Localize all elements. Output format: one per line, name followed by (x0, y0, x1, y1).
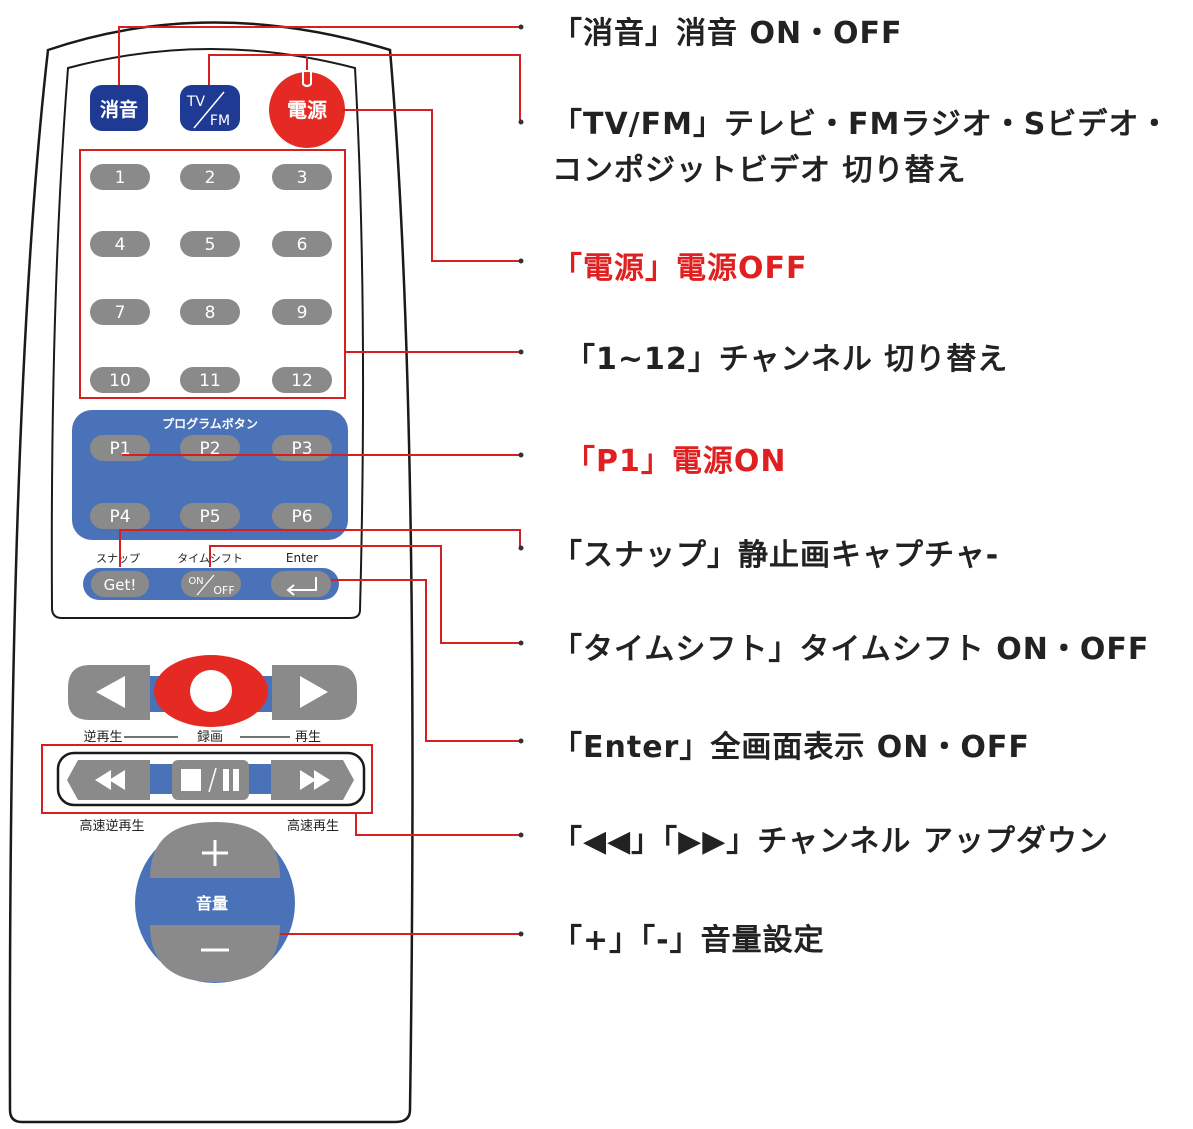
timeshift-on-label: ON (188, 576, 203, 587)
channel-key-10-label: 10 (109, 371, 131, 391)
pause-icon (223, 769, 229, 791)
program-key-p4-label: P4 (109, 507, 130, 527)
tvfm-button[interactable]: TV FM (180, 85, 240, 131)
channel-key-7-label: 7 (115, 303, 126, 323)
channel-key-1[interactable]: 1 (90, 164, 150, 190)
fast-reverse-button[interactable] (67, 760, 150, 800)
annotation-tvfm-line1: 「TV/FM」テレビ・FMラジオ・Sビデオ・ (552, 107, 1171, 142)
reverse-caption: 逆再生 (83, 729, 122, 745)
program-key-p1[interactable]: P1 (90, 435, 150, 461)
channel-key-12-label: 12 (291, 371, 313, 391)
volume-down-button[interactable] (150, 925, 280, 982)
fast-forward-button[interactable] (271, 760, 354, 800)
program-key-p5-label: P5 (199, 507, 220, 527)
channel-key-12[interactable]: 12 (272, 367, 332, 393)
program-key-p6-label: P6 (291, 507, 312, 527)
power-icon (302, 68, 312, 87)
reverse-play-icon (96, 676, 125, 708)
plus-icon (202, 840, 228, 866)
play-icon (300, 676, 328, 708)
timeshift-off-label: OFF (213, 584, 234, 597)
tvfm-bottom-label: FM (210, 113, 230, 129)
volume-label: 音量 (196, 894, 228, 913)
record-button[interactable] (154, 655, 268, 727)
channel-key-5[interactable]: 5 (180, 231, 240, 257)
channel-key-8-label: 8 (205, 303, 216, 323)
leader-lines (118, 26, 521, 935)
mute-button-label: 消音 (100, 98, 138, 121)
fast-forward-caption: 高速再生 (287, 818, 339, 834)
channel-key-2[interactable]: 2 (180, 164, 240, 190)
play-caption: 再生 (295, 730, 321, 745)
channel-key-1-label: 1 (115, 168, 126, 188)
channel-key-10[interactable]: 10 (90, 367, 150, 393)
fast-forward-icon (300, 770, 330, 790)
channel-key-3-label: 3 (297, 168, 308, 188)
annotation-tvfm: 「TV/FM」テレビ・FMラジオ・Sビデオ・ コンポジットビデオ 切り替え (552, 102, 1170, 194)
channel-key-2-label: 2 (205, 168, 216, 188)
power-button[interactable]: 電源 (269, 68, 345, 148)
channel-key-11[interactable]: 11 (180, 367, 240, 393)
annotation-snap: 「スナップ」静止画キャプチャ- (552, 538, 1000, 573)
skip-row-frame (41, 744, 373, 814)
mute-button[interactable]: 消音 (90, 85, 148, 131)
record-icon (190, 670, 232, 712)
channel-key-9[interactable]: 9 (272, 299, 332, 325)
stop-icon (181, 769, 201, 791)
record-caption: 録画 (197, 730, 223, 745)
annotation-timeshift: 「タイムシフト」タイムシフト ON・OFF (552, 632, 1150, 667)
enter-caption: Enter (286, 551, 318, 565)
leader-dots (518, 24, 524, 937)
enter-icon (286, 577, 317, 596)
channel-key-9-label: 9 (297, 303, 308, 323)
annotation-p1: 「P1」電源ON (565, 444, 787, 479)
channel-key-7[interactable]: 7 (90, 299, 150, 325)
annotation-channels: 「1~12」チャンネル 切り替え (565, 342, 1009, 377)
keypad-frame (79, 149, 346, 399)
channel-key-8[interactable]: 8 (180, 299, 240, 325)
channel-key-6[interactable]: 6 (272, 231, 332, 257)
snap-caption: スナップ (96, 552, 140, 565)
program-key-p4[interactable]: P4 (90, 503, 150, 529)
volume-up-button[interactable] (150, 822, 280, 878)
enter-button[interactable] (271, 571, 331, 597)
snap-button-label: Get! (104, 576, 137, 594)
fast-reverse-icon (95, 770, 125, 790)
channel-key-6-label: 6 (297, 235, 308, 255)
annotation-volume: 「+」「-」音量設定 (552, 923, 825, 958)
stop-pause-button[interactable] (172, 760, 249, 800)
tvfm-top-label: TV (186, 94, 206, 110)
program-title: プログラムボタン (162, 416, 258, 431)
program-key-p3[interactable]: P3 (272, 435, 332, 461)
channel-key-4[interactable]: 4 (90, 231, 150, 257)
snap-button[interactable]: Get! (91, 571, 149, 597)
channel-key-3[interactable]: 3 (272, 164, 332, 190)
channel-key-4-label: 4 (115, 235, 126, 255)
annotation-tvfm-line2: コンポジットビデオ 切り替え (552, 153, 967, 188)
reverse-play-button[interactable] (68, 665, 150, 720)
annotation-enter: 「Enter」全画面表示 ON・OFF (552, 730, 1030, 765)
annotation-mute: 「消音」消音 ON・OFF (552, 16, 903, 51)
timeshift-button[interactable]: ON OFF (181, 571, 241, 597)
play-button[interactable] (272, 665, 357, 720)
channel-key-5-label: 5 (205, 235, 216, 255)
program-key-p5[interactable]: P5 (180, 503, 240, 529)
program-key-p2[interactable]: P2 (180, 435, 240, 461)
power-button-label: 電源 (287, 98, 327, 122)
channel-key-11-label: 11 (199, 371, 221, 391)
annotation-power: 「電源」電源OFF (552, 251, 808, 286)
fast-reverse-caption: 高速逆再生 (79, 818, 144, 834)
program-key-p6[interactable]: P6 (272, 503, 332, 529)
annotation-updown: 「◀◀」「▶▶」チャンネル アップダウン (552, 824, 1109, 859)
